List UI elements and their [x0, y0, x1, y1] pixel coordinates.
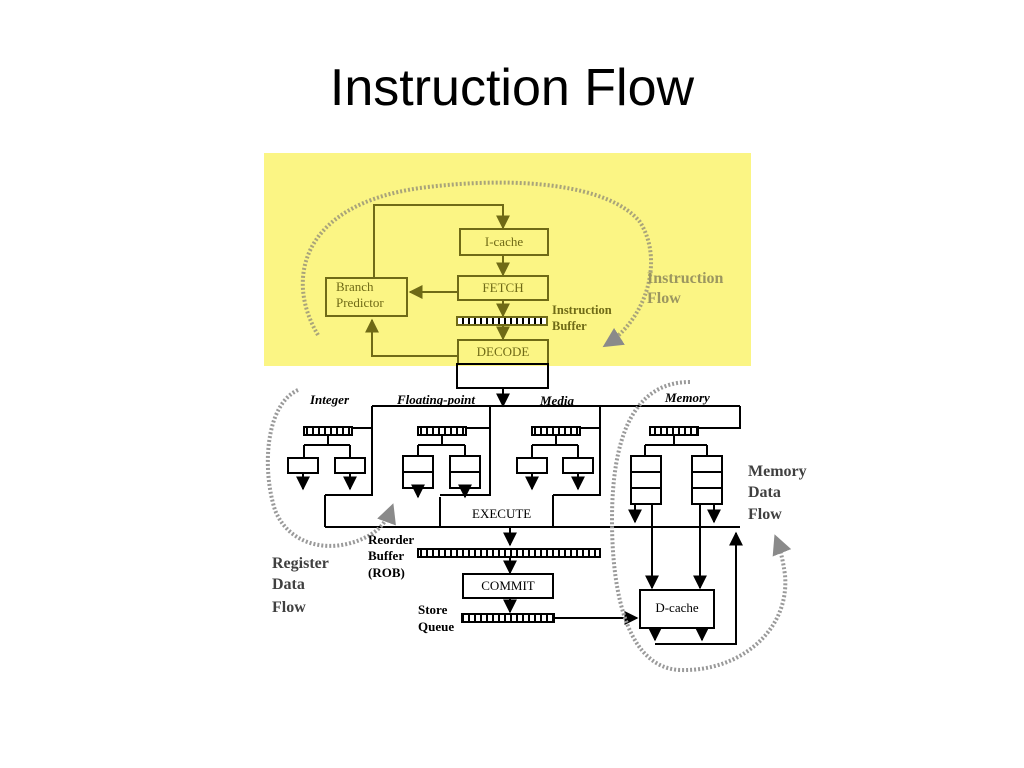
store-queue-label-line1: Store: [418, 602, 448, 617]
store-queue-label-line2: Queue: [418, 619, 454, 634]
commit-label: COMMIT: [481, 578, 535, 593]
rob-label-line1: Reorder: [368, 532, 414, 547]
commit-box: [462, 573, 554, 599]
dcache-box: [639, 589, 715, 629]
register-flow-label-line1: Register: [272, 555, 329, 572]
register-flow-ring: [265, 388, 396, 548]
instruction-flow-label-line2: Flow: [647, 290, 681, 307]
branch-predictor-label-line2: Predictor: [336, 295, 384, 310]
rob-label-line2: Buffer: [368, 548, 404, 563]
instruction-flow-label-line1: Instruction: [647, 270, 724, 287]
instruction-flow-ring: [300, 180, 654, 348]
frontend-highlight: [264, 153, 751, 366]
rob-label-line3: (ROB): [368, 565, 405, 580]
memory-flow-label-line3: Flow: [748, 506, 782, 523]
register-flow-label-line2: Data: [272, 576, 305, 593]
branch-predictor-box: [325, 277, 408, 317]
instruction-buffer: [456, 316, 548, 326]
register-flow-label-line3: Flow: [272, 599, 306, 616]
dcache-label: D-cache: [655, 600, 699, 615]
reorder-buffer: [417, 548, 601, 558]
memory-flow-ring: [609, 380, 792, 673]
unit-label-media: Media: [539, 393, 574, 408]
branch-predictor-label-line1: Branch: [336, 279, 374, 294]
instruction-buffer-label-line2: Buffer: [552, 319, 587, 333]
unit-label-memory: Memory: [664, 390, 710, 405]
memory-flow-label-line1: Memory: [748, 463, 807, 480]
decode-label: DECODE: [477, 344, 530, 359]
store-queue: [461, 613, 555, 623]
unit-label-floating-point: Floating-point: [396, 392, 475, 407]
slide-title: Instruction Flow: [329, 59, 695, 117]
unit-label-integer: Integer: [309, 392, 350, 407]
memory-flow-label-line2: Data: [748, 484, 781, 501]
fetch-label: FETCH: [482, 280, 523, 295]
instruction-buffer-label-line1: Instruction: [552, 303, 612, 317]
icache-label: I-cache: [485, 234, 523, 249]
execute-label: EXECUTE: [472, 506, 531, 521]
